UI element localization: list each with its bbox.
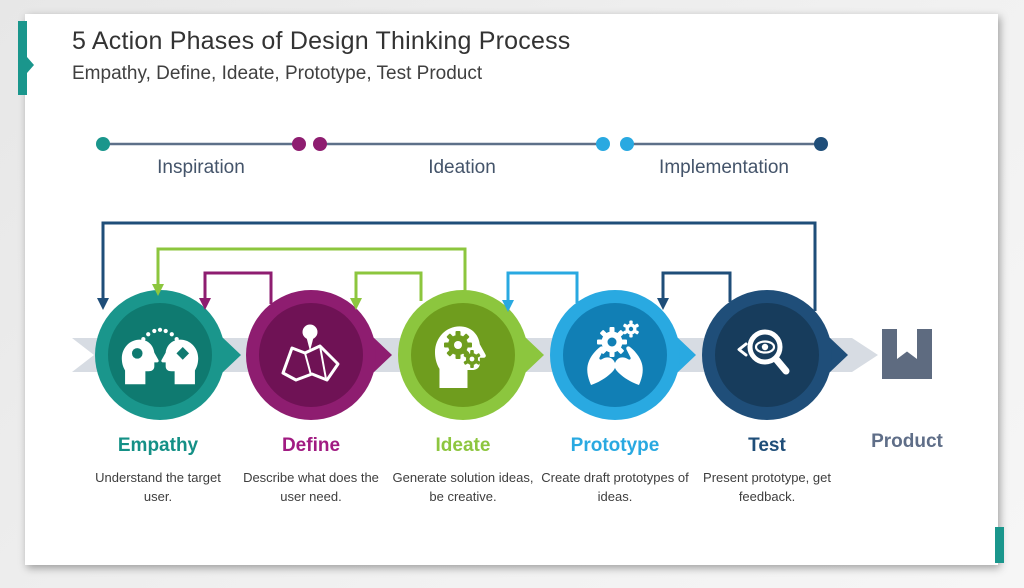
chevron-right-icon (222, 337, 241, 373)
page-title: 5 Action Phases of Design Thinking Proce… (72, 27, 571, 55)
step-label-define: Define (281, 435, 341, 456)
step-desc-test: Present prototype, get feedback. (703, 470, 831, 504)
step-circle-define (246, 290, 392, 420)
teal-accent-arrow (27, 57, 34, 73)
step-desc-define: Describe what does the user need. (243, 470, 379, 504)
step-circle-empathy (95, 290, 241, 420)
timeline-label-implementation: Implementation (659, 157, 789, 178)
step-desc-prototype: Create draft prototypes of ideas. (541, 470, 689, 504)
step-label-empathy: Empathy (117, 435, 199, 456)
timeline-label-inspiration: Inspiration (157, 157, 245, 178)
step-label-prototype: Prototype (570, 435, 660, 456)
page-subtitle: Empathy, Define, Ideate, Prototype, Test… (72, 63, 483, 84)
head-gears-icon (435, 326, 486, 388)
chevron-right-icon (677, 337, 696, 373)
step-label-test: Test (748, 435, 786, 456)
timeline-label-ideation: Ideation (428, 157, 496, 178)
step-desc-empathy: Understand the target user. (95, 470, 221, 504)
step-desc-ideate: Generate solution ideas, be creative. (392, 470, 534, 504)
map-pin-icon (281, 324, 340, 382)
two-heads-empathy-icon (121, 327, 199, 385)
teal-accent-bottom-right (995, 527, 1004, 563)
chevron-right-icon (525, 337, 544, 373)
product-box (882, 329, 932, 379)
hands-gears-icon (587, 320, 643, 385)
product-label: Product (871, 431, 943, 452)
magnifier-eye-icon (737, 329, 790, 375)
step-label-ideate: Ideate (435, 435, 491, 456)
step-circle-test (702, 290, 848, 420)
chevron-right-icon (373, 337, 392, 373)
step-circle-prototype (550, 290, 696, 420)
bookmark-icon (897, 329, 917, 359)
step-circle-ideate (398, 290, 544, 420)
teal-accent-top-left (18, 21, 34, 95)
chevron-right-icon (829, 337, 848, 373)
